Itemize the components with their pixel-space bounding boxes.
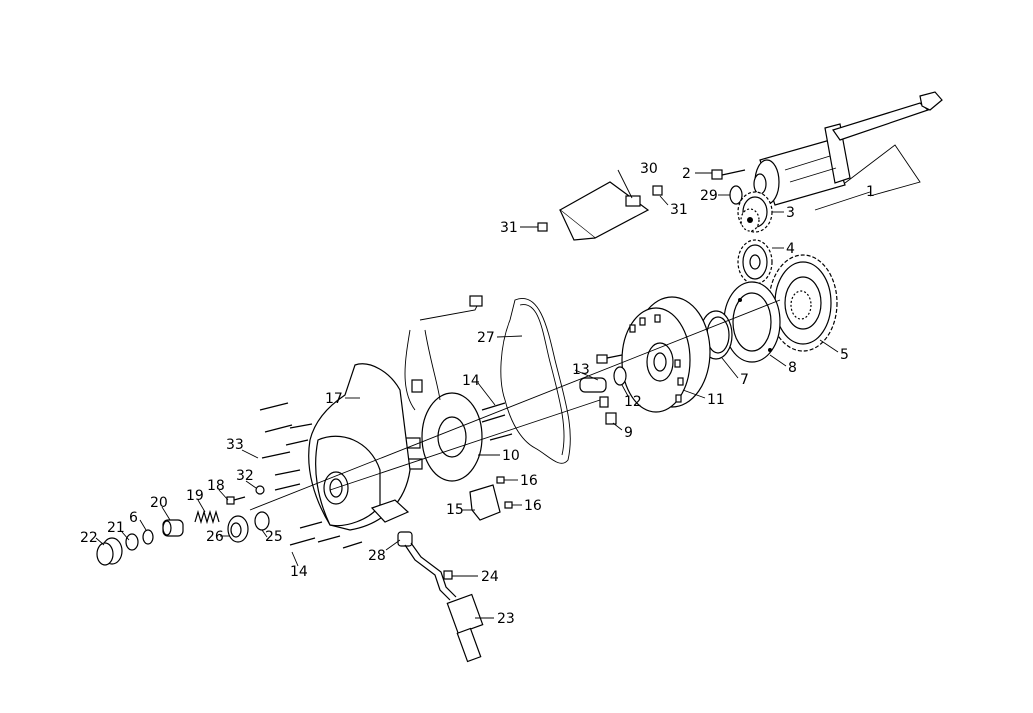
leader-part-8 bbox=[769, 354, 787, 367]
leader-part-5 bbox=[819, 339, 839, 353]
label-part-13: 13 bbox=[572, 362, 590, 378]
label-part-32: 32 bbox=[236, 468, 254, 484]
label-part-3: 3 bbox=[786, 205, 795, 221]
part-washer-32 bbox=[255, 485, 265, 495]
label-part-1: 1 bbox=[866, 184, 875, 200]
part-washer-12 bbox=[613, 366, 627, 386]
label-part-26: 26 bbox=[206, 529, 224, 545]
part-starter-motor bbox=[753, 91, 943, 206]
label-part-28: 28 bbox=[368, 548, 386, 564]
leader-part-21 bbox=[121, 531, 130, 541]
leader-part-1b bbox=[814, 191, 871, 211]
part-screw-16b bbox=[504, 501, 513, 509]
label-part-31-left: 31 bbox=[500, 220, 518, 236]
label-part-11: 11 bbox=[707, 392, 725, 408]
leader-part-13 bbox=[574, 369, 599, 381]
label-part-19: 19 bbox=[186, 488, 204, 504]
leader-part-9 bbox=[612, 422, 623, 431]
label-part-25: 25 bbox=[265, 529, 283, 545]
assembly-axis bbox=[249, 299, 781, 511]
label-part-22: 22 bbox=[80, 530, 98, 546]
label-part-16-lower: 16 bbox=[524, 498, 542, 514]
leader-part-19 bbox=[197, 499, 206, 513]
part-bolt-31b bbox=[652, 185, 663, 196]
leader-part-28 bbox=[385, 539, 401, 551]
label-part-29: 29 bbox=[700, 188, 718, 204]
label-part-16-upper: 16 bbox=[520, 473, 538, 489]
label-part-24: 24 bbox=[481, 569, 499, 585]
part-ring-gear-5 bbox=[768, 254, 838, 352]
leader-part-25 bbox=[261, 529, 268, 538]
part-o-ring-25 bbox=[254, 511, 270, 531]
label-part-12: 12 bbox=[624, 394, 642, 410]
part-bolts-14a bbox=[481, 402, 513, 441]
leader-part-18 bbox=[218, 489, 229, 501]
part-flywheel-11 bbox=[621, 296, 711, 413]
label-part-17: 17 bbox=[325, 391, 343, 407]
part-bolt-24 bbox=[443, 570, 453, 580]
leader-part-6 bbox=[139, 519, 147, 531]
part-cap-22 bbox=[96, 537, 123, 566]
label-part-31-right: 31 bbox=[670, 202, 688, 218]
part-bolt-18 bbox=[226, 496, 246, 505]
part-plate-15 bbox=[469, 484, 501, 521]
part-bolt-9 bbox=[605, 412, 617, 425]
part-clutch-plate-8 bbox=[723, 281, 781, 363]
part-o-ring-29 bbox=[729, 185, 743, 205]
label-part-9: 9 bbox=[624, 425, 633, 441]
part-sensor-28 bbox=[397, 531, 413, 547]
label-part-21: 21 bbox=[107, 520, 125, 536]
label-part-27: 27 bbox=[477, 330, 495, 346]
leader-part-14b bbox=[291, 551, 299, 567]
part-gear-3 bbox=[737, 191, 773, 233]
part-side-cover-17 bbox=[308, 363, 411, 531]
leader-part-27 bbox=[496, 335, 523, 338]
part-cable-23 bbox=[404, 542, 484, 663]
part-gear-26 bbox=[227, 515, 249, 543]
label-part-23: 23 bbox=[497, 611, 515, 627]
part-wire-harness bbox=[404, 295, 483, 411]
label-part-14-upper: 14 bbox=[462, 373, 480, 389]
leader-part-14a bbox=[477, 382, 496, 406]
part-bolts-13 bbox=[579, 354, 623, 408]
part-bolt-2 bbox=[711, 169, 746, 180]
label-part-6: 6 bbox=[129, 510, 138, 526]
label-part-33: 33 bbox=[226, 437, 244, 453]
part-cover-30 bbox=[558, 181, 650, 241]
leader-part-31b bbox=[659, 195, 669, 206]
label-part-7: 7 bbox=[740, 372, 749, 388]
label-part-15: 15 bbox=[446, 502, 464, 518]
part-spring-19 bbox=[194, 509, 220, 525]
part-washer-6 bbox=[142, 529, 154, 545]
part-sleeve-20 bbox=[162, 519, 184, 537]
part-gear-4 bbox=[737, 239, 773, 285]
leader-part-33 bbox=[241, 449, 259, 459]
label-part-20: 20 bbox=[150, 495, 168, 511]
leader-part-30 bbox=[617, 169, 633, 199]
label-part-18: 18 bbox=[207, 478, 225, 494]
part-bolts-14b bbox=[289, 521, 363, 549]
part-screw-16a bbox=[496, 476, 505, 484]
label-part-2: 2 bbox=[682, 166, 691, 182]
leader-part-12 bbox=[621, 384, 629, 397]
leader-part-20 bbox=[161, 506, 171, 521]
part-bolt-31a bbox=[537, 222, 548, 232]
leader-part-1 bbox=[844, 144, 921, 197]
leader-part-22 bbox=[95, 537, 105, 546]
label-part-8: 8 bbox=[788, 360, 797, 376]
label-part-5: 5 bbox=[840, 347, 849, 363]
leader-part-11 bbox=[682, 389, 706, 399]
leader-part-7 bbox=[721, 357, 739, 379]
part-ring-21 bbox=[125, 533, 139, 551]
label-part-14-lower: 14 bbox=[290, 564, 308, 580]
label-part-30: 30 bbox=[640, 161, 658, 177]
leader-part-32 bbox=[245, 480, 257, 489]
label-part-10: 10 bbox=[502, 448, 520, 464]
part-bolts-33 bbox=[259, 402, 313, 491]
label-part-4: 4 bbox=[786, 241, 795, 257]
assembly-axis-2 bbox=[329, 399, 601, 491]
part-gasket-27 bbox=[500, 297, 571, 464]
